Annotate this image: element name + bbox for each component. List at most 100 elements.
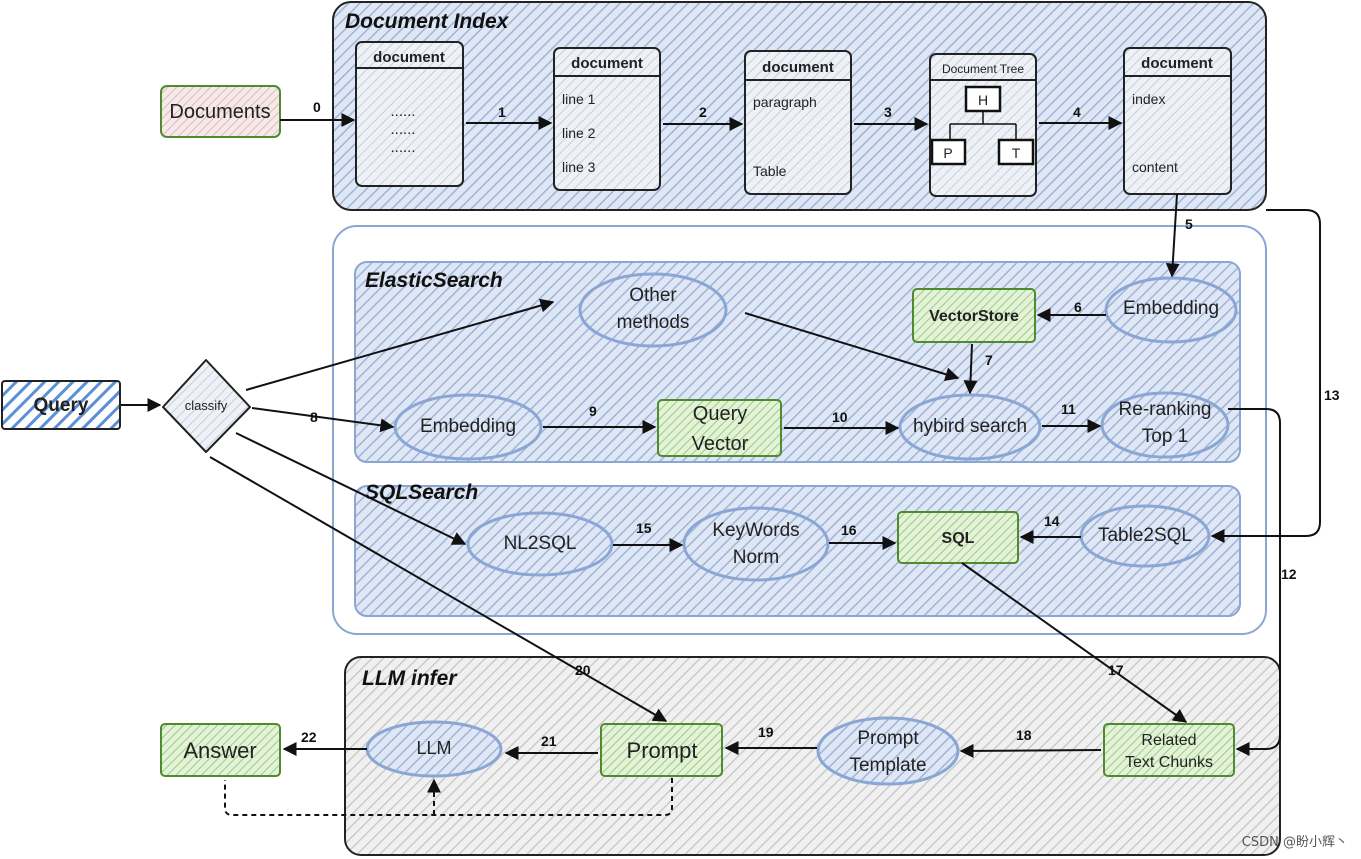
edge-label-6: 6 <box>1074 299 1082 315</box>
reranking-line-1: Re-ranking <box>1119 399 1212 420</box>
watermark: CSDN @盼小辉丶 <box>1242 835 1348 850</box>
classify-node: classify <box>162 359 251 453</box>
related-chunks-line-2: Text Chunks <box>1125 754 1213 771</box>
vector-store-node: VectorStore <box>912 288 1036 343</box>
document-node-3: document paragraph Table <box>744 50 852 195</box>
nl2sql-label: NL2SQL <box>504 533 577 554</box>
sql-node: SQL <box>897 511 1019 564</box>
edge-label-13: 13 <box>1324 387 1340 403</box>
prompt-template-line-2: Template <box>849 755 926 776</box>
classify-label: classify <box>185 398 228 413</box>
keywords-norm-node: KeyWords Norm <box>682 506 830 582</box>
document-2-header: document <box>571 55 643 72</box>
reranking-node: Re-ranking Top 1 <box>1100 391 1230 459</box>
edge-label-8: 8 <box>310 409 318 425</box>
edge-other-to-hybrid <box>744 312 960 382</box>
edge-label-11: 11 <box>1061 401 1076 417</box>
other-methods-line-1: Other <box>629 285 677 306</box>
prompt-label: Prompt <box>627 738 698 763</box>
edge-label-15: 15 <box>636 520 652 536</box>
llm-infer-title: LLM infer <box>362 667 458 690</box>
edge-label-21: 21 <box>541 733 557 749</box>
tree-node-t: T <box>1012 145 1021 161</box>
document-2-line-3: line 3 <box>562 159 596 175</box>
edge-label-9: 9 <box>589 403 597 419</box>
keywords-norm-line-1: KeyWords <box>712 520 799 541</box>
document-2-line-1: line 1 <box>562 91 596 107</box>
nl2sql-node: NL2SQL <box>466 511 614 577</box>
edge-label-1: 1 <box>498 104 506 120</box>
related-chunks-node: Related Text Chunks <box>1103 723 1235 777</box>
edges <box>121 113 1321 816</box>
reranking-line-2: Top 1 <box>1142 426 1188 447</box>
edge-classify-to-nl2sql <box>235 432 467 545</box>
document-5-header: document <box>1141 55 1213 72</box>
document-1-dots-3: ...... <box>390 139 415 156</box>
edge-label-16: 16 <box>841 522 857 538</box>
document-node-2: document line 1 line 2 line 3 <box>553 47 661 191</box>
search-outer-section <box>332 225 1267 635</box>
table2sql-node: Table2SQL <box>1079 504 1211 568</box>
vector-store-label: VectorStore <box>929 308 1019 325</box>
embedding-label: Embedding <box>420 416 516 437</box>
edge-labels: 0 1 2 3 4 5 6 7 8 9 10 11 12 13 14 15 16… <box>301 99 1340 749</box>
edge-classify-to-other <box>245 298 555 391</box>
edge-label-3: 3 <box>884 104 892 120</box>
query-vector-node: Query Vector <box>657 399 782 457</box>
related-chunks-line-1: Related <box>1141 732 1196 749</box>
embedding-top-label: Embedding <box>1123 298 1219 319</box>
edge-label-10: 10 <box>832 409 848 425</box>
document-3-table: Table <box>753 163 787 179</box>
document-1-dots-2: ...... <box>390 121 415 138</box>
document-1-dots-1: ...... <box>390 103 415 120</box>
edge-7 <box>963 343 978 395</box>
edge-label-17: 17 <box>1108 662 1124 678</box>
document-index-title: Document Index <box>345 10 510 33</box>
edge-label-5: 5 <box>1185 216 1193 232</box>
sql-label: SQL <box>942 530 975 547</box>
edge-label-20: 20 <box>575 662 591 678</box>
answer-node: Answer <box>160 723 281 777</box>
document-tree-node: Document Tree H P T <box>929 53 1037 197</box>
edge-12 <box>1228 408 1281 756</box>
tree-node-h: H <box>978 92 988 108</box>
documents-label: Documents <box>169 101 270 123</box>
table2sql-label: Table2SQL <box>1098 525 1192 546</box>
edge-label-12: 12 <box>1281 566 1297 582</box>
query-vector-line-2: Vector <box>692 433 749 455</box>
document-2-line-2: line 2 <box>562 125 596 141</box>
document-node-1: document ...... ...... ...... <box>355 41 464 187</box>
edge-label-4: 4 <box>1073 104 1081 120</box>
keywords-norm-line-2: Norm <box>733 547 779 568</box>
edge-20 <box>209 456 668 722</box>
document-3-header: document <box>762 59 834 76</box>
edge-13 <box>1210 209 1321 543</box>
llm-node: LLM <box>365 720 503 778</box>
query-node: Query <box>1 380 121 430</box>
query-label: Query <box>34 395 89 416</box>
documents-node: Documents <box>160 85 281 138</box>
sql-search-title: SQLSearch <box>365 481 478 504</box>
edge-label-0: 0 <box>313 99 321 115</box>
other-methods-line-2: methods <box>617 312 690 333</box>
edge-label-7: 7 <box>985 352 993 368</box>
document-node-5: document index content <box>1123 47 1232 195</box>
edge-5 <box>1165 193 1180 278</box>
hybrid-search-label: hybird search <box>913 416 1027 437</box>
edge-18 <box>959 743 1102 758</box>
hybrid-search-node: hybird search <box>898 393 1042 461</box>
elastic-search-title: ElasticSearch <box>365 269 503 292</box>
document-5-index: index <box>1132 91 1165 107</box>
tree-node-p: P <box>943 145 952 161</box>
document-tree-header: Document Tree <box>942 62 1024 76</box>
document-3-paragraph: paragraph <box>753 94 817 110</box>
embedding-node: Embedding <box>393 393 543 461</box>
prompt-node: Prompt <box>600 723 723 777</box>
edge-label-14: 14 <box>1044 513 1060 529</box>
embedding-top-node: Embedding <box>1104 276 1238 344</box>
other-methods-node: Other methods <box>578 272 728 348</box>
document-5-content: content <box>1132 159 1178 175</box>
edge-label-22: 22 <box>301 729 317 745</box>
answer-label: Answer <box>183 738 256 763</box>
